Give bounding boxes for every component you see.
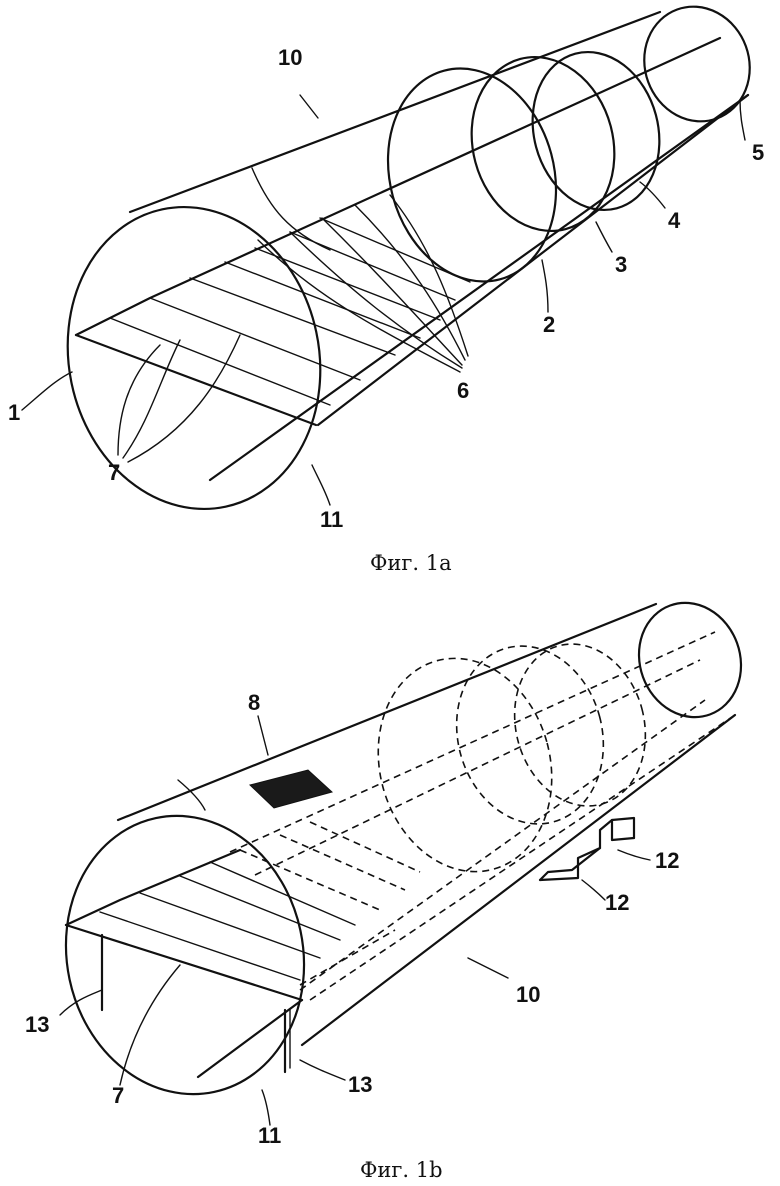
labels-1b: 8 10 12 12 13 13 7 11 [25, 690, 679, 1148]
labels-1a: 10 1 2 3 4 5 6 7 11 [8, 45, 764, 532]
label-1b-13b: 13 [348, 1072, 372, 1097]
label-1a-5: 5 [752, 140, 764, 165]
label-1b-11: 11 [258, 1123, 281, 1148]
label-1a-4: 4 [668, 208, 681, 233]
brackets-12 [538, 816, 636, 882]
label-1a-11: 11 [320, 507, 343, 532]
leaders-1a [21, 94, 746, 506]
grid-panel-8 [249, 769, 334, 809]
label-1b-7: 7 [112, 1083, 124, 1108]
caption-1a: Фиг. 1a [370, 551, 452, 575]
label-1b-12b: 12 [605, 890, 629, 915]
label-1a-1: 1 [8, 400, 20, 425]
label-1b-12a: 12 [655, 848, 679, 873]
caption-1b: Фиг. 1b [360, 1158, 443, 1182]
label-1a-6: 6 [457, 378, 469, 403]
label-1b-10: 10 [516, 982, 540, 1007]
fuselage-1a-outline [66, 5, 751, 511]
floor-1a [74, 36, 750, 482]
floor-1b [64, 821, 421, 1079]
label-1b-8: 8 [248, 690, 260, 715]
leaders-1b [59, 715, 651, 1126]
hidden-frames-1b [229, 631, 736, 1001]
label-1a-10: 10 [278, 45, 302, 70]
label-1a-2: 2 [543, 312, 555, 337]
label-1b-13a: 13 [25, 1012, 49, 1037]
figure-1b: 8 10 12 12 13 13 7 11 Фиг. 1b [25, 601, 743, 1182]
frames-1a [386, 50, 661, 283]
label-1a-7: 7 [108, 460, 120, 485]
label-1a-3: 3 [615, 252, 627, 277]
figure-1a: 10 1 2 3 4 5 6 7 11 Фиг. 1a [8, 5, 764, 575]
fuselage-1b-outline [64, 601, 743, 1096]
